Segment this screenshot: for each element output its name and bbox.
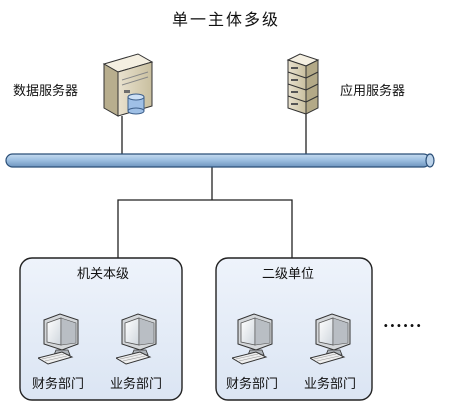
workstation-icon xyxy=(232,313,273,365)
app-server-icon xyxy=(286,53,320,115)
branch-link xyxy=(117,199,293,262)
workstation-icon xyxy=(38,313,79,365)
dept-label: 财务部门 xyxy=(226,377,279,392)
dept-label: 业务部门 xyxy=(304,377,357,392)
unit-title-right: 二级单位 xyxy=(262,267,315,282)
dept-label: 财务部门 xyxy=(32,377,85,392)
workstation-icon xyxy=(116,313,157,365)
diagram-title: 单一主体多级 xyxy=(172,10,281,29)
app-server-label: 应用服务器 xyxy=(340,84,406,99)
unit-title-left: 机关本级 xyxy=(77,267,130,282)
database-server-icon xyxy=(102,53,154,117)
dept-label: 业务部门 xyxy=(110,377,163,392)
continuation-ellipsis: ...... xyxy=(383,312,423,331)
unit-box-right xyxy=(215,257,373,401)
network-bus xyxy=(5,153,435,168)
data-server-label: 数据服务器 xyxy=(13,84,79,99)
unit-box-left xyxy=(19,257,183,401)
workstation-icon xyxy=(310,313,351,365)
